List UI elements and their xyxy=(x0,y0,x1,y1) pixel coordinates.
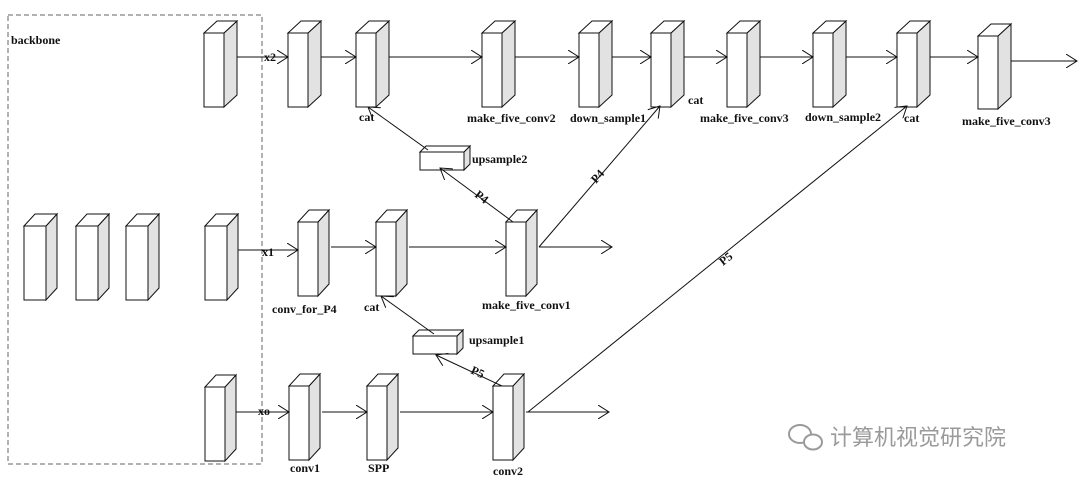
arrow-p5-upsample1 xyxy=(436,355,503,387)
edge-label-x0: xo xyxy=(258,404,270,418)
label-top-cat2: cat xyxy=(688,93,703,107)
spp-block xyxy=(365,372,400,462)
top-cat2-block xyxy=(649,19,686,109)
conv2-block xyxy=(491,372,526,462)
label-make-five-conv3-b: make_five_conv3 xyxy=(962,114,1051,128)
label-down-sample1: down_sample1 xyxy=(570,111,646,125)
backbone-block-x2 xyxy=(202,19,239,109)
edge-label-p5-down: P5 xyxy=(716,249,735,268)
watermark-text: 计算机视觉研究院 xyxy=(830,426,1006,451)
label-conv2: conv2 xyxy=(493,464,523,478)
top-block-1 xyxy=(286,19,323,109)
arrow-p5-downpath xyxy=(527,106,907,413)
mid-cat-block xyxy=(374,208,409,298)
arrow-p4-upsample2 xyxy=(440,168,514,223)
backbone-label: backbone xyxy=(11,33,61,47)
backbone-block-b xyxy=(74,212,111,302)
edge-label-x1: x1 xyxy=(262,245,274,259)
arrow-upsample1-midcat xyxy=(381,296,435,335)
backbone-block-x1 xyxy=(203,212,240,302)
label-make-five-conv3-a: make_five_conv3 xyxy=(700,111,789,125)
down-sample2-block xyxy=(811,19,848,109)
make-five-conv3-block-b xyxy=(976,22,1013,111)
label-upsample2: upsample2 xyxy=(472,152,527,166)
arrow-p4-downpath xyxy=(538,106,660,248)
backbone-block-a xyxy=(22,212,59,302)
label-mid-cat: cat xyxy=(364,300,379,314)
conv1-block xyxy=(287,372,322,462)
down-sample1-block xyxy=(577,19,614,109)
label-make-five-conv2: make_five_conv2 xyxy=(467,111,556,125)
upsample2-block xyxy=(418,144,472,172)
conv-for-p4-block xyxy=(296,208,331,298)
label-conv-for-p4: conv_for_P4 xyxy=(272,302,337,316)
top-cat1-block xyxy=(354,19,391,109)
make-five-conv3-block-a xyxy=(725,19,762,109)
label-top-cat3: cat xyxy=(904,111,919,125)
label-make-five-conv1: make_five_conv1 xyxy=(482,298,571,312)
label-conv1: conv1 xyxy=(290,461,320,475)
backbone-block-x0 xyxy=(203,373,238,463)
label-down-sample2: down_sample2 xyxy=(805,110,881,124)
make-five-conv1-block xyxy=(504,208,539,298)
label-spp: SPP xyxy=(368,461,389,475)
label-upsample1: upsample1 xyxy=(469,333,524,347)
upsample1-block xyxy=(411,328,465,356)
wechat-icon xyxy=(788,424,823,451)
edge-label-x2: x2 xyxy=(264,50,276,64)
make-five-conv2-block xyxy=(480,19,517,109)
arrow-upsample2-cat1 xyxy=(368,107,429,151)
edge-label-p5-up: P5 xyxy=(469,363,487,381)
label-top-cat1: cat xyxy=(359,110,374,124)
edge-label-p4-down: P4 xyxy=(588,167,607,186)
backbone-block-c xyxy=(124,212,161,302)
top-cat3-block xyxy=(895,19,932,109)
